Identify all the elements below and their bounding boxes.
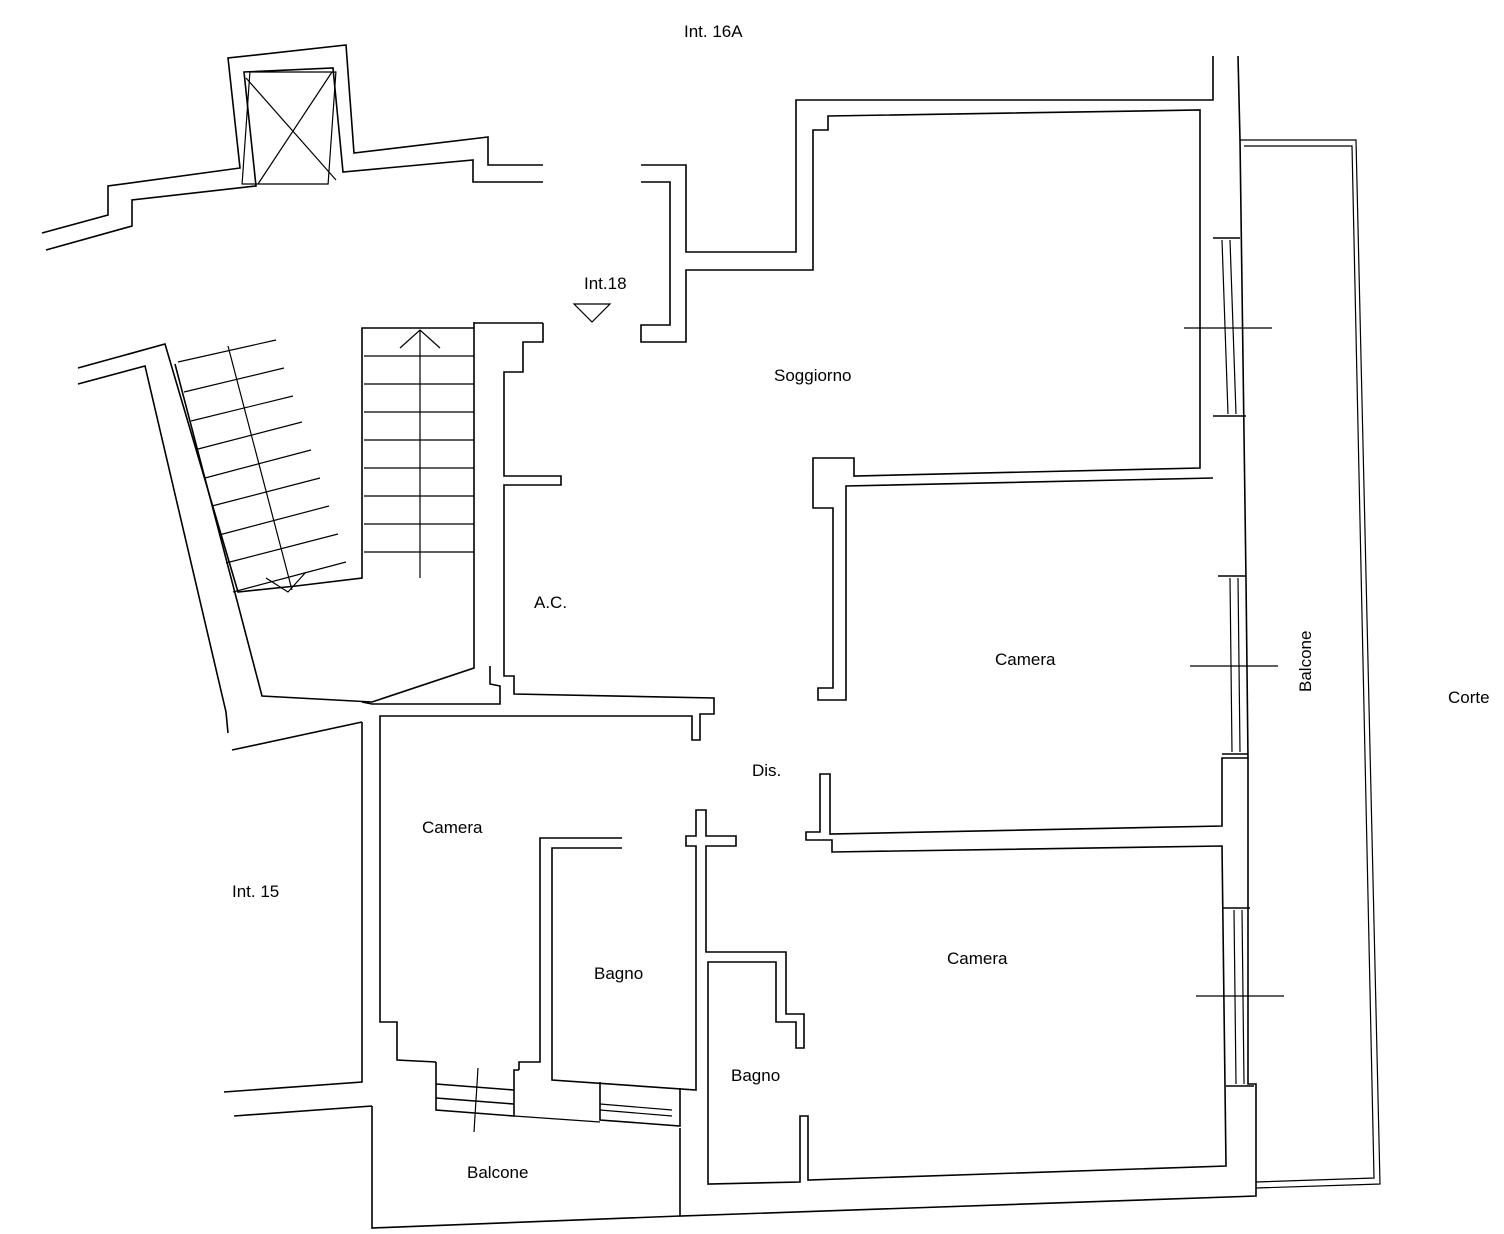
label-int-15: Int. 15 (232, 882, 279, 901)
shaft (241, 71, 337, 185)
bagno-1-walls (518, 757, 1257, 1217)
label-int-16a: Int. 16A (684, 22, 743, 41)
stairwell (77, 322, 475, 734)
label-camera-east-upper: Camera (995, 650, 1056, 669)
stair-down-arrow-icon (265, 571, 307, 593)
east-facade (1184, 55, 1284, 1087)
label-balcone-south: Balcone (467, 1163, 528, 1182)
entrance-triangle-icon (572, 303, 612, 323)
east-balcony (1240, 139, 1381, 1189)
label-int-18: Int.18 (584, 274, 627, 293)
central-walls (223, 322, 715, 1117)
north-corridor (41, 44, 543, 251)
entrance-jamb (640, 56, 1214, 701)
label-dis: Dis. (752, 761, 781, 780)
label-corte: Corte (1448, 688, 1490, 707)
label-bagno-2: Bagno (731, 1066, 780, 1085)
label-ac: A.C. (534, 593, 567, 612)
stair-up-arrow-icon (399, 329, 441, 349)
south-balcony (371, 1062, 681, 1229)
label-soggiorno: Soggiorno (774, 366, 852, 385)
label-balcone-east: Balcone (1296, 631, 1315, 692)
label-camera-east-lower: Camera (947, 949, 1008, 968)
label-camera-west: Camera (422, 818, 483, 837)
label-bagno-1: Bagno (594, 964, 643, 983)
